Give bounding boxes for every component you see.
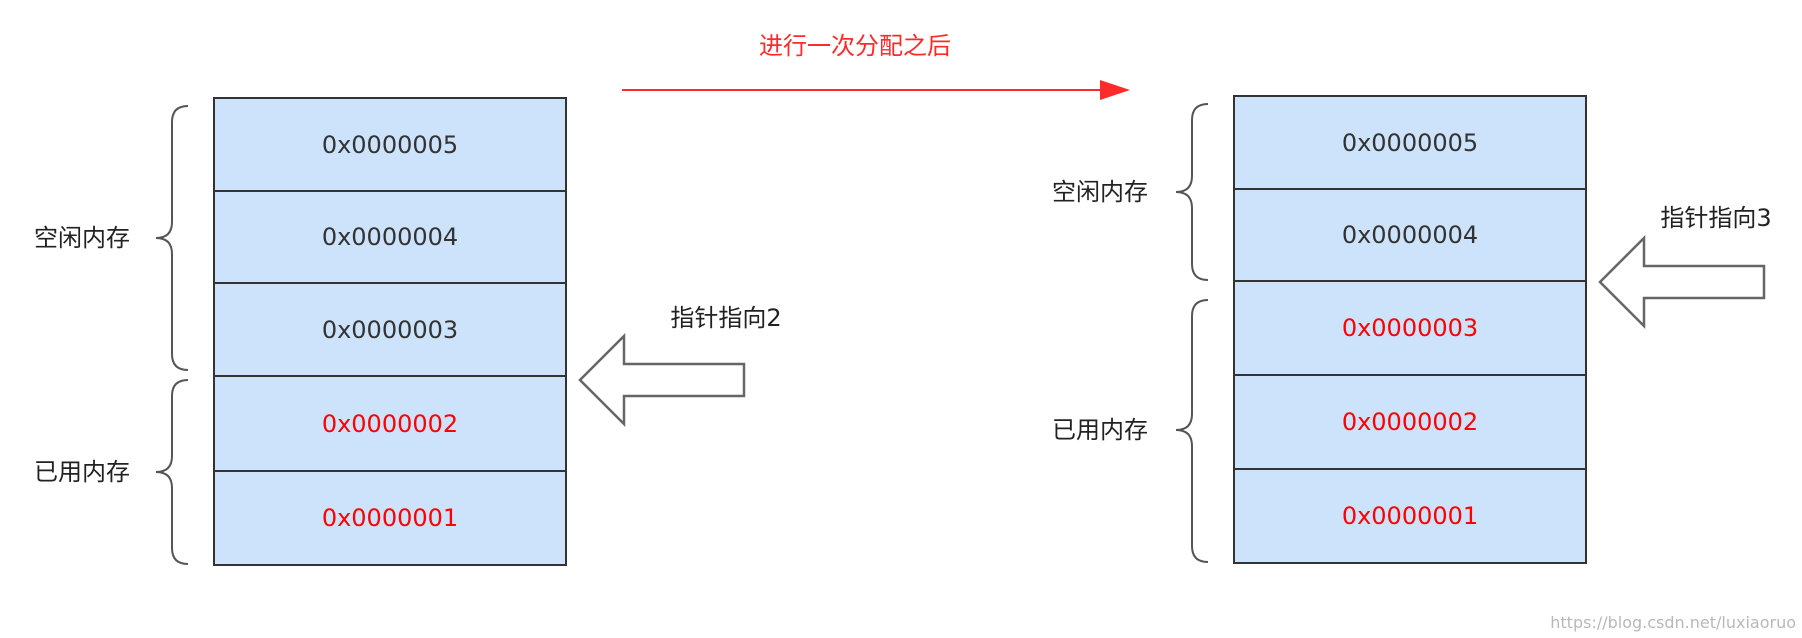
transition-arrow xyxy=(622,80,1130,100)
pointer-label: 指针指向3 xyxy=(1660,204,1771,232)
cell-address: 0x0000004 xyxy=(322,223,458,251)
cell-address: 0x0000003 xyxy=(322,316,458,344)
free-memory-brace xyxy=(155,105,189,371)
memory-stack-before: 0x0000005 0x0000004 0x0000003 0x0000002 … xyxy=(213,97,567,566)
used-memory-label: 已用内存 xyxy=(1052,416,1148,444)
cell-address: 0x0000001 xyxy=(1342,502,1478,530)
free-memory-label: 空闲内存 xyxy=(34,224,130,252)
memory-cell: 0x0000004 xyxy=(213,190,567,284)
free-memory-label: 空闲内存 xyxy=(1052,178,1148,206)
memory-cell: 0x0000001 xyxy=(1233,468,1587,564)
used-memory-brace xyxy=(1175,299,1209,563)
memory-cell: 0x0000003 xyxy=(213,282,567,377)
free-memory-brace xyxy=(1175,103,1209,281)
transition-caption: 进行一次分配之后 xyxy=(759,32,951,60)
memory-cell: 0x0000005 xyxy=(213,97,567,192)
watermark: https://blog.csdn.net/luxiaoruo xyxy=(1550,613,1796,632)
pointer-arrow xyxy=(1598,234,1766,330)
memory-cell: 0x0000002 xyxy=(213,375,567,472)
memory-cell: 0x0000002 xyxy=(1233,374,1587,470)
memory-cell: 0x0000004 xyxy=(1233,188,1587,282)
pointer-arrow xyxy=(578,332,746,428)
cell-address: 0x0000005 xyxy=(322,131,458,159)
cell-address: 0x0000002 xyxy=(322,410,458,438)
pointer-label: 指针指向2 xyxy=(670,304,781,332)
memory-stack-after: 0x0000005 0x0000004 0x0000003 0x0000002 … xyxy=(1233,95,1587,564)
used-memory-label: 已用内存 xyxy=(34,458,130,486)
memory-cell: 0x0000001 xyxy=(213,470,567,566)
memory-cell: 0x0000005 xyxy=(1233,95,1587,190)
cell-address: 0x0000004 xyxy=(1342,221,1478,249)
cell-address: 0x0000001 xyxy=(322,504,458,532)
cell-address: 0x0000003 xyxy=(1342,314,1478,342)
memory-cell: 0x0000003 xyxy=(1233,280,1587,376)
cell-address: 0x0000005 xyxy=(1342,129,1478,157)
used-memory-brace xyxy=(155,379,189,565)
cell-address: 0x0000002 xyxy=(1342,408,1478,436)
